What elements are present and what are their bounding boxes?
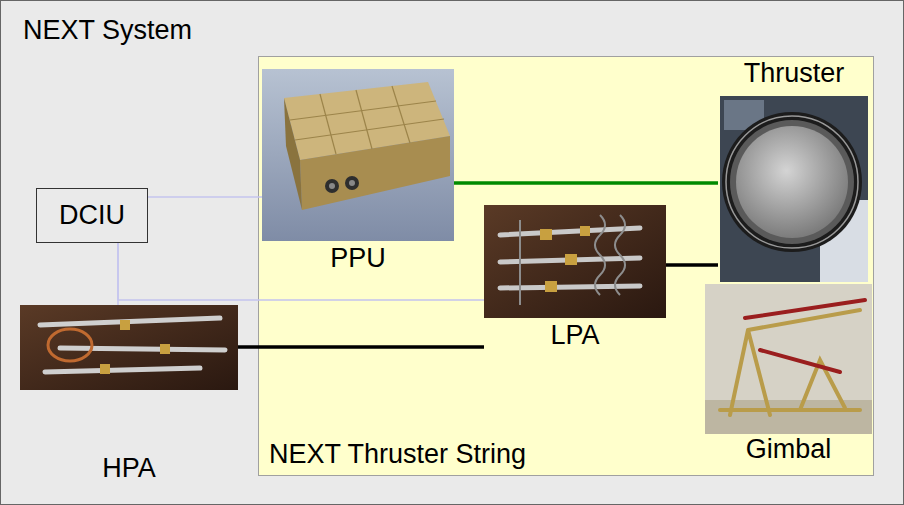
connector-line xyxy=(454,181,718,185)
connector-line xyxy=(118,243,484,300)
node-label: Thruster xyxy=(744,58,845,90)
node-label: NEXT Thruster String xyxy=(269,439,526,471)
photo-node: Thruster xyxy=(718,58,870,282)
photo-node: HPA xyxy=(20,305,238,491)
node-label: NEXT System xyxy=(23,15,192,47)
node-label: LPA xyxy=(550,320,599,352)
gimbal-photo xyxy=(705,284,872,434)
connector-line xyxy=(148,196,262,198)
thruster-photo xyxy=(720,96,868,282)
photo-node: PPU xyxy=(262,69,454,283)
photo-node: LPA xyxy=(484,205,666,353)
group-frame: NEXT Thruster String PPU ThrusterLPA Gimbal xyxy=(258,56,874,476)
ppu-photo xyxy=(262,69,454,241)
hpa-photo xyxy=(20,305,238,390)
connector-line xyxy=(117,243,119,305)
process-box: DCIU xyxy=(36,188,148,243)
connector-line xyxy=(666,263,718,267)
photo-node: Gimbal xyxy=(705,284,872,470)
connector-line xyxy=(238,345,484,349)
node-label: PPU xyxy=(330,243,386,275)
node-label: Gimbal xyxy=(746,434,832,466)
node-label: HPA xyxy=(102,453,156,485)
lpa-photo xyxy=(484,205,666,318)
node-label: DCIU xyxy=(59,200,125,232)
